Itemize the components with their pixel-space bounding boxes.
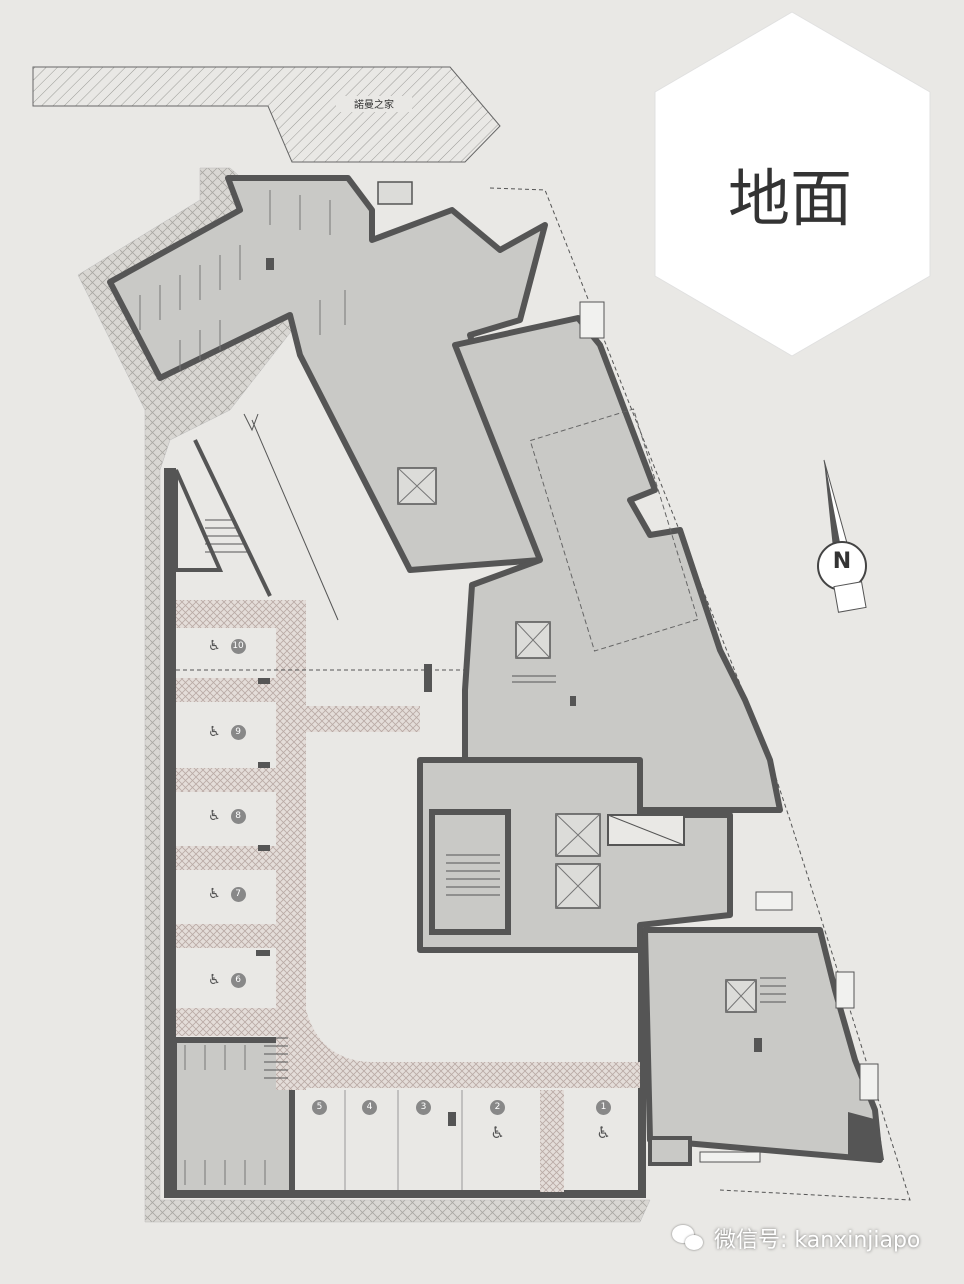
bay-number: 3 (416, 1100, 431, 1115)
north-label: N (832, 549, 852, 574)
storage-block (171, 1037, 295, 1196)
wheelchair-icon: ♿ (208, 886, 221, 902)
parking-bay: 1 ♿ (596, 1100, 611, 1142)
bay-number: 5 (312, 1100, 327, 1115)
wheelchair-icon: ♿ (208, 724, 221, 740)
wechat-icon (672, 1223, 706, 1253)
parking-bay: ♿ 10 (208, 638, 246, 654)
parking-bay: ♿ 9 (208, 724, 246, 740)
watermark: 微信号: kanxinjiapo (672, 1222, 920, 1254)
bay-number: 6 (230, 972, 246, 988)
parking-bay: 2 ♿ (490, 1100, 505, 1142)
level-title: 地面 (727, 162, 852, 235)
neighbour-label: 諾曼之家 (354, 98, 394, 111)
north-arrow: N (806, 456, 876, 616)
wheelchair-icon: ♿ (490, 1123, 505, 1142)
bay-number: 7 (230, 886, 246, 902)
wheelchair-icon: ♿ (208, 972, 221, 988)
bay-number: 2 (490, 1100, 505, 1115)
bay-number: 9 (230, 724, 246, 740)
watermark-text: 微信号: kanxinjiapo (714, 1228, 921, 1253)
walkway-vertical (276, 600, 306, 1090)
neighbour-building (32, 66, 501, 163)
parking-bay: ♿ 6 (208, 972, 246, 988)
bay-number: 1 (596, 1100, 611, 1115)
wheelchair-icon: ♿ (208, 638, 221, 654)
wheelchair-icon: ♿ (208, 808, 221, 824)
parking-bay: ♿ 7 (208, 886, 246, 902)
north-arrow-icon (817, 459, 867, 613)
level-badge (654, 11, 931, 357)
main-building (452, 315, 783, 813)
lower-right-building (642, 927, 883, 1163)
bay-number: 10 (230, 638, 246, 654)
bay-number: 4 (362, 1100, 377, 1115)
parking-bay: ♿ 8 (208, 808, 246, 824)
bay-number: 8 (230, 808, 246, 824)
wheelchair-icon: ♿ (596, 1123, 611, 1142)
